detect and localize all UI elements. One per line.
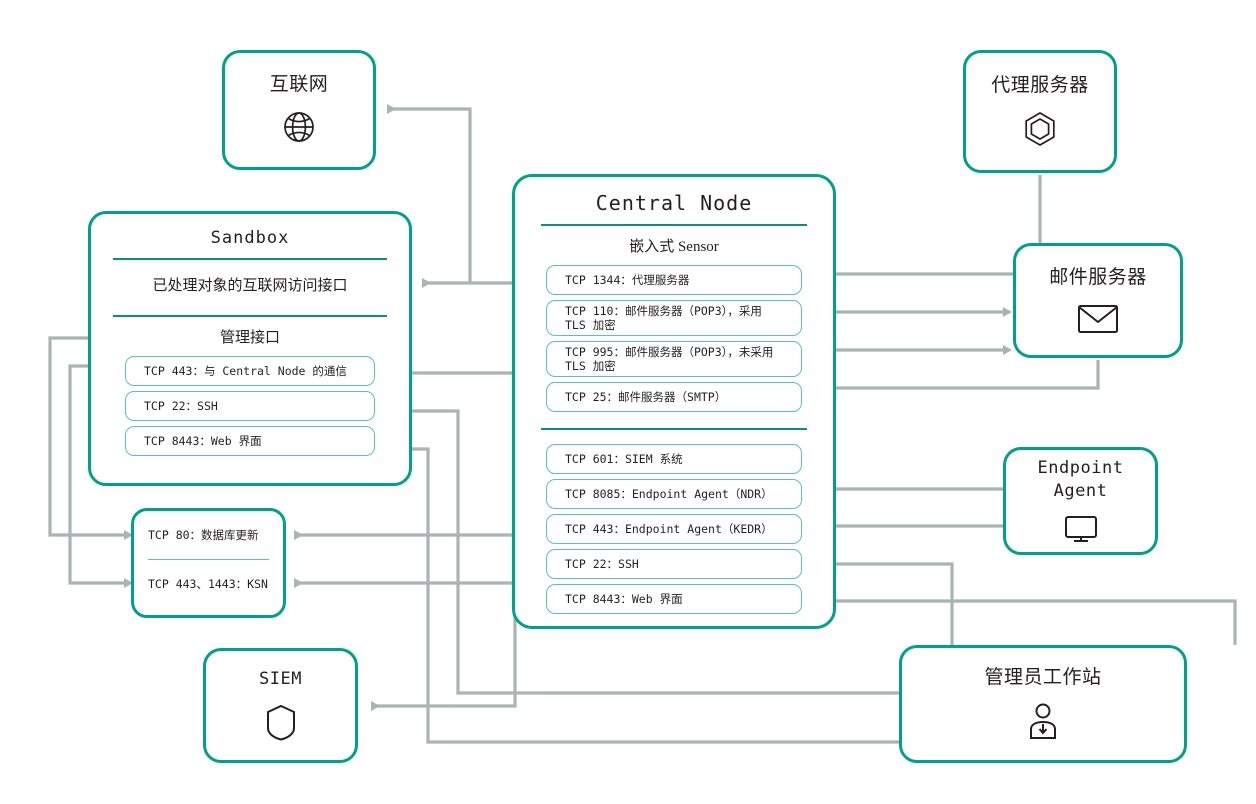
- sandbox-management-label: 管理接口: [219, 330, 280, 346]
- admin-workstation-title: 管理员工作站: [984, 667, 1102, 688]
- node-proxy-server[interactable]: 代理服务器: [963, 50, 1117, 173]
- central-port-tcp995-line2: TLS 加密: [565, 359, 616, 373]
- endpoint-agent-title-line1: Endpoint: [1037, 458, 1124, 478]
- central-port-tcp1344[interactable]: TCP 1344：代理服务器: [546, 265, 802, 295]
- central-port-tcp110[interactable]: TCP 110：邮件服务器（POP3），采用 TLS 加密: [546, 300, 802, 336]
- mailserver-title: 邮件服务器: [1049, 266, 1147, 288]
- node-central-node[interactable]: Central Node 嵌入式 Sensor TCP 1344：代理服务器 T…: [512, 174, 836, 629]
- sandbox-port-tcp22[interactable]: TCP 22：SSH: [125, 391, 375, 421]
- sandbox-internet-interface-label: 已处理对象的互联网访问接口: [152, 278, 348, 294]
- node-endpoint-agent[interactable]: Endpoint Agent: [1003, 447, 1158, 555]
- central-port-tcp601[interactable]: TCP 601：SIEM 系统: [546, 444, 802, 474]
- db-row-ksn: TCP 443、1443：KSN: [148, 577, 268, 591]
- central-port-tcp1344-line1: TCP 1344：代理服务器: [565, 273, 690, 287]
- monitor-icon: [1062, 513, 1100, 545]
- central-node-title: Central Node: [595, 191, 753, 215]
- proxy-title: 代理服务器: [991, 74, 1089, 96]
- central-port-tcp25-line1: TCP 25：邮件服务器（SMTP）: [565, 390, 727, 404]
- central-port-tcp8085[interactable]: TCP 8085：Endpoint Agent（NDR）: [546, 479, 802, 509]
- node-database-updates[interactable]: TCP 80：数据库更新 TCP 443、1443：KSN: [131, 508, 286, 618]
- shield-hexagon-icon: [262, 701, 300, 743]
- db-row-updates: TCP 80：数据库更新: [148, 528, 259, 542]
- wire-adminws-to-central-tcp22: [816, 559, 954, 645]
- proxy-hexagon-icon: [1019, 108, 1061, 150]
- central-port-tcp22[interactable]: TCP 22：SSH: [546, 549, 802, 579]
- central-port-tcp443-kedr[interactable]: TCP 443：Endpoint Agent（KEDR）: [546, 514, 802, 544]
- sandbox-divider-mid: [113, 315, 387, 317]
- central-port-tcp25[interactable]: TCP 25：邮件服务器（SMTP）: [546, 382, 802, 412]
- central-sensor-label: 嵌入式 Sensor: [629, 239, 719, 255]
- central-divider-mid: [541, 428, 807, 430]
- central-port-tcp995-line1: TCP 995：邮件服务器（POP3），未采用: [565, 345, 774, 359]
- node-siem[interactable]: SIEM: [203, 648, 358, 763]
- central-port-tcp110-line2: TLS 加密: [565, 318, 616, 332]
- globe-icon: [279, 107, 319, 147]
- central-port-tcp8443[interactable]: TCP 8443：Web 界面: [546, 584, 802, 614]
- central-port-tcp995[interactable]: TCP 995：邮件服务器（POP3），未采用 TLS 加密: [546, 341, 802, 377]
- db-divider: [148, 559, 269, 560]
- central-divider-top: [541, 224, 807, 226]
- internet-title: 互联网: [269, 74, 329, 95]
- sandbox-title: Sandbox: [210, 228, 290, 248]
- sandbox-port-tcp443[interactable]: TCP 443：与 Central Node 的通信: [125, 356, 375, 386]
- envelope-icon: [1075, 300, 1121, 336]
- wire-proxy-to-tcp1344: [816, 175, 1042, 279]
- sandbox-divider-top: [113, 258, 387, 260]
- sandbox-port-tcp8443[interactable]: TCP 8443：Web 界面: [125, 426, 375, 456]
- node-mail-server[interactable]: 邮件服务器: [1013, 243, 1183, 358]
- user-icon: [1023, 700, 1063, 742]
- endpoint-agent-title-line2: Agent: [1053, 481, 1108, 501]
- node-admin-workstation[interactable]: 管理员工作站: [899, 645, 1187, 763]
- node-sandbox[interactable]: Sandbox 已处理对象的互联网访问接口 管理接口 TCP 443：与 Cen…: [88, 211, 412, 486]
- siem-title: SIEM: [259, 669, 302, 689]
- central-port-tcp110-line1: TCP 110：邮件服务器（POP3），采用: [565, 304, 762, 318]
- wire-adminws-to-central-tcp8443: [816, 596, 1237, 645]
- wire-mailserver-to-tcp25: [816, 360, 1100, 393]
- node-internet[interactable]: 互联网: [222, 50, 376, 170]
